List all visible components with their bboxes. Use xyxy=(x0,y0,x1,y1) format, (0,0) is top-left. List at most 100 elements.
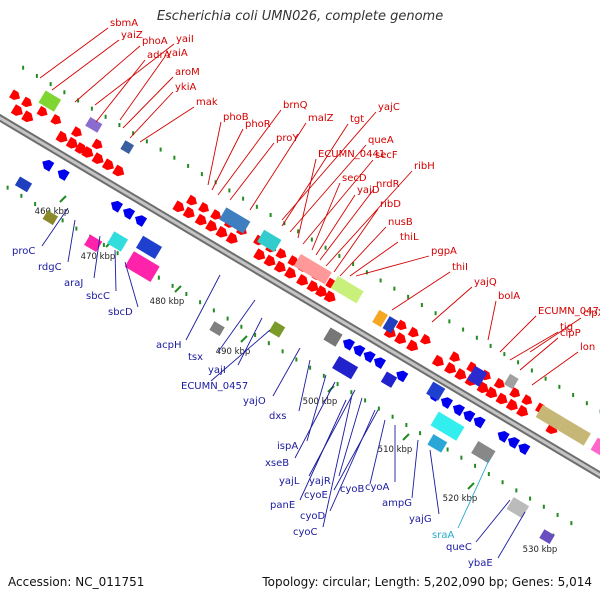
forward-gene-arrow xyxy=(50,113,62,125)
feature-box xyxy=(38,90,62,112)
kbp-tick-label: 500 kbp xyxy=(303,397,338,407)
forward-gene-label: ribD xyxy=(380,199,401,210)
kbp-tick-label: 520 kbp xyxy=(443,494,478,504)
forward-gene-arrow xyxy=(172,200,185,213)
forward-leader-line xyxy=(39,27,109,79)
forward-gene-label: bolA xyxy=(498,291,520,302)
forward-gene-arrow xyxy=(516,404,529,417)
track-dot xyxy=(393,286,396,291)
feature-box xyxy=(209,321,225,336)
track-dot xyxy=(515,488,518,493)
feature-box xyxy=(382,316,399,334)
forward-gene-arrow xyxy=(454,368,467,380)
track-dot xyxy=(199,300,202,305)
forward-leader-line xyxy=(339,226,387,277)
reverse-gene-label: ispA xyxy=(277,441,298,452)
feature-box xyxy=(332,355,359,380)
track-dot xyxy=(352,262,355,267)
kbp-tick-label: 480 kbp xyxy=(150,297,185,307)
reverse-gene-label: yajO xyxy=(243,396,266,407)
tick-mark xyxy=(402,433,410,441)
genome-backbone xyxy=(0,113,600,480)
forward-gene-label: yajQ xyxy=(474,277,497,288)
forward-leader-line xyxy=(139,106,195,143)
forward-leader-line xyxy=(119,57,165,121)
reverse-leader-line xyxy=(322,394,353,528)
forward-leader-line xyxy=(391,271,451,311)
reverse-gene-label: queC xyxy=(446,542,472,553)
forward-gene-arrow xyxy=(275,247,287,259)
track-dot xyxy=(145,139,148,144)
forward-gene-arrow xyxy=(323,290,336,303)
forward-gene-label: clpX xyxy=(583,308,600,319)
feature-box xyxy=(539,529,555,544)
reverse-leader-line xyxy=(185,274,221,341)
tick-mark xyxy=(240,335,248,343)
reverse-leader-line xyxy=(67,219,76,263)
forward-gene-label: queA xyxy=(368,135,394,146)
forward-gene-arrow xyxy=(521,394,533,405)
track-dot xyxy=(309,365,312,370)
reverse-gene-label: yajI xyxy=(208,365,226,376)
forward-leader-line xyxy=(333,208,379,273)
forward-gene-arrow xyxy=(21,110,34,123)
forward-gene-arrow xyxy=(406,339,419,352)
forward-leader-line xyxy=(51,39,120,91)
track-dot xyxy=(377,406,380,411)
forward-gene-arrow xyxy=(296,273,309,286)
rna-gene-label: sraA xyxy=(432,530,454,541)
forward-leader-line xyxy=(315,194,356,256)
gene-features xyxy=(9,89,600,544)
track-dot xyxy=(200,172,203,177)
forward-gene-arrow xyxy=(81,146,94,158)
track-dot xyxy=(570,521,573,526)
forward-gene-label: clpP xyxy=(560,328,581,339)
feature-box xyxy=(426,381,446,401)
track-dot xyxy=(267,341,270,346)
reverse-leader-line xyxy=(333,409,379,491)
reverse-leader-line xyxy=(272,347,301,397)
feature-box xyxy=(42,210,59,226)
feature-box xyxy=(120,140,135,154)
tick-mark xyxy=(467,482,475,490)
forward-gene-label: adrA xyxy=(147,50,171,61)
track-dot xyxy=(283,221,286,226)
track-dot xyxy=(322,373,325,378)
track-dot xyxy=(116,251,119,256)
forward-leader-line xyxy=(529,317,582,353)
feature-box xyxy=(427,434,448,453)
reverse-gene-arrow xyxy=(110,200,123,213)
feature-box xyxy=(135,235,163,260)
reverse-gene-label: proC xyxy=(12,246,35,257)
reverse-leader-line xyxy=(329,409,376,512)
forward-gene-arrow xyxy=(394,332,407,344)
forward-gene-arrow xyxy=(205,219,218,232)
forward-leader-line xyxy=(499,315,537,353)
tick-mark xyxy=(174,285,182,293)
forward-leader-line xyxy=(487,300,497,341)
forward-gene-arrow xyxy=(112,164,125,177)
forward-gene-arrow xyxy=(449,351,460,362)
forward-leader-line xyxy=(249,122,307,211)
forward-leader-line xyxy=(122,76,174,129)
track-dot xyxy=(185,292,188,297)
forward-gene-arrow xyxy=(91,152,104,164)
reverse-gene-arrow xyxy=(440,397,453,409)
track-dot xyxy=(63,90,66,95)
track-dot xyxy=(212,308,215,313)
forward-leader-line xyxy=(297,158,317,239)
forward-gene-label: ykiA xyxy=(175,82,196,93)
reverse-gene-label: sbcD xyxy=(108,307,133,318)
feature-box xyxy=(506,496,530,519)
feature-box xyxy=(14,176,33,193)
track-dot xyxy=(530,368,533,373)
forward-gene-arrow xyxy=(182,206,195,219)
forward-gene-label: lon xyxy=(580,342,595,353)
kbp-tick-label: 470 kbp xyxy=(81,252,116,262)
reverse-leader-line xyxy=(237,317,263,366)
kbp-tick-label: 530 kbp xyxy=(523,545,558,555)
forward-gene-label: phoB xyxy=(223,112,249,123)
genome-summary-text: Topology: circular; Length: 5,202,090 bp… xyxy=(262,575,592,589)
forward-gene-arrow xyxy=(74,142,87,154)
